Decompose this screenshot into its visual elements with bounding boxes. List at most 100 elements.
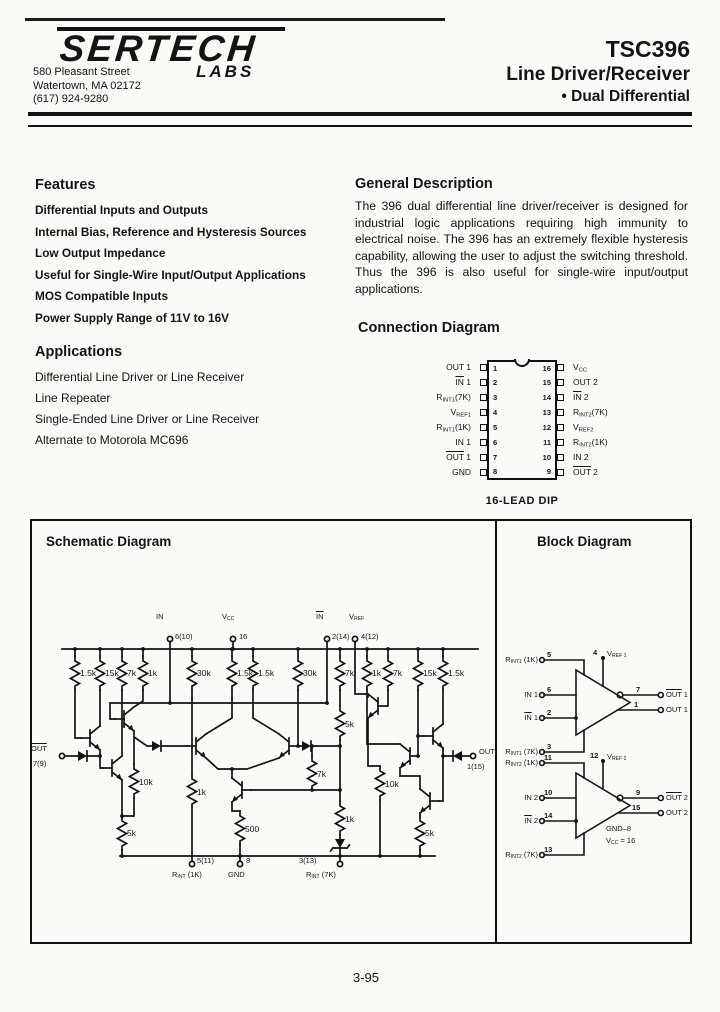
logo-top-bar [57,27,285,31]
pin-label-left: IN 1 [455,437,471,447]
resistor-label: 5k [425,828,435,838]
resistor-label: 30k [197,668,211,678]
pin-label-left: OUT 1 [446,452,471,462]
resistor-label: 7k [345,668,355,678]
diagram-box: Schematic Diagram Block Diagram [30,519,692,944]
block-pin-number: 15 [632,803,640,812]
pin-label-right: OUT 2 [573,377,598,387]
address-line: (617) 924-9280 [33,93,109,105]
pin-box [480,424,487,431]
pin-box [480,394,487,401]
pin-label-right: IN 2 [573,392,589,402]
schematic-terminal-pin: 8 [246,856,251,865]
block-input-label: IN 2 [524,816,538,825]
connection-diagram-heading: Connection Diagram [358,320,500,336]
header-title-block: TSC396 Line Driver/Receiver • Dual Diffe… [506,38,690,105]
schematic-terminal-pin: 3(13) [299,856,317,865]
pin-box [480,364,487,371]
block-pin-number: 2 [547,708,551,717]
pin-label-right: VCC [573,362,587,374]
block-input-label: RINT2 (7K) [505,850,538,861]
schematic-diagram: 1.5k 15k 7k 1k 30k 1.5k 1.5k 30k 7k 1k 7… [31,606,495,926]
block-note: GND–8 [606,824,632,833]
feature-item: Internal Bias, Reference and Hysteresis … [35,224,307,239]
schematic-terminal-name: RINT (1K) [172,870,202,881]
feature-item: Useful for Single-Wire Input/Output Appl… [35,267,306,282]
schematic-svg: 1.5k 15k 7k 1k 30k 1.5k 1.5k 30k 7k 1k 7… [58,635,479,868]
block-input-label: IN 2 [524,793,538,802]
pin-label-right: RINT2(7K) [573,407,608,419]
block-input-label: IN 1 [524,713,538,722]
pin-box [557,469,564,476]
pin-label-left: IN 1 [455,377,471,387]
pin-number: 11 [543,438,551,447]
pin-box [557,424,564,431]
resistor-label: 1.5k [448,668,465,678]
feature-item: Power Supply Range of 11V to 16V [35,310,230,325]
block-output-label: OUT 2 [666,793,688,802]
schematic-terminal-name: VCC [222,612,235,623]
pin-label-right: VREF2 [573,422,594,434]
block-input-label: RINT2 (1K) [505,758,538,769]
block-pin-number: 4 [593,648,598,657]
resistor-label: 1.5k [237,668,254,678]
block-input-label: RINT1 (1K) [505,655,538,666]
schematic-terminal-pin: 6(10) [175,632,193,641]
general-description-heading: General Description [355,176,493,192]
schematic-terminal-name: IN [156,612,164,621]
resistor-label: 30k [303,668,317,678]
block-diagram: 5 6 2 3 4 7 1 11 10 14 13 12 9 15 RINT1 … [496,640,696,880]
schematic-terminal-name: IN [316,612,324,621]
pin-number: 13 [542,408,551,417]
general-description-text: The 396 dual differential line driver/re… [355,199,688,296]
block-pin-number: 14 [544,811,553,820]
pin-label-left: OUT 1 [446,362,471,372]
schematic-terminal-pin: 4(12) [361,632,379,641]
dip-caption: 16-LEAD DIP [485,495,559,507]
pin-number: 9 [546,467,551,476]
pin-label-left: RINT1(1K) [436,422,471,434]
resistor-label: 1.5k [80,668,97,678]
block-vref-label: VREF 1 [607,649,627,660]
pin-box [557,439,564,446]
pin-box [480,379,487,386]
block-pin-number: 13 [544,845,552,854]
pin-number: 10 [542,453,551,462]
pin-box [480,439,487,446]
block-diagram-title: Block Diagram [537,534,632,549]
resistor-label: 1k [197,787,207,797]
pin-box [480,454,487,461]
block-output-label: OUT 1 [666,705,688,714]
header-rule [28,112,692,127]
schematic-title: Schematic Diagram [46,534,172,549]
schematic-terminal-name: GND [228,870,245,879]
pin-box [557,409,564,416]
pin-box [557,454,564,461]
pin-box [557,394,564,401]
resistor-label: 7k [317,769,327,779]
pin-number: 6 [493,438,498,447]
pin-label-right: OUT 2 [573,467,598,477]
pin-number: 3 [493,393,498,402]
applications-heading: Applications [35,344,123,360]
resistor-label: 7k [393,668,403,678]
pin-number: 1 [493,364,498,373]
schematic-terminal-pin: 5(11) [197,856,214,865]
panel-divider [495,521,497,942]
pin-label-left: GND [452,467,471,477]
pin-box [557,364,564,371]
resistor-label: 10k [385,779,399,789]
block-pin-number: 11 [544,753,552,762]
pin-number: 4 [493,408,498,417]
pin-label-right: RINT2(1K) [573,437,608,449]
block-input-label: RINT1 (7K) [505,747,538,758]
resistor-label: 5k [127,828,137,838]
application-item: Alternate to Motorola MC696 [35,433,189,447]
block-output-label: OUT 2 [666,808,688,817]
application-item: Single-Ended Line Driver or Line Receive… [35,412,260,426]
pin-box [557,379,564,386]
dip-body-row: 6 11 [487,435,557,450]
pin-number: 8 [493,467,498,476]
